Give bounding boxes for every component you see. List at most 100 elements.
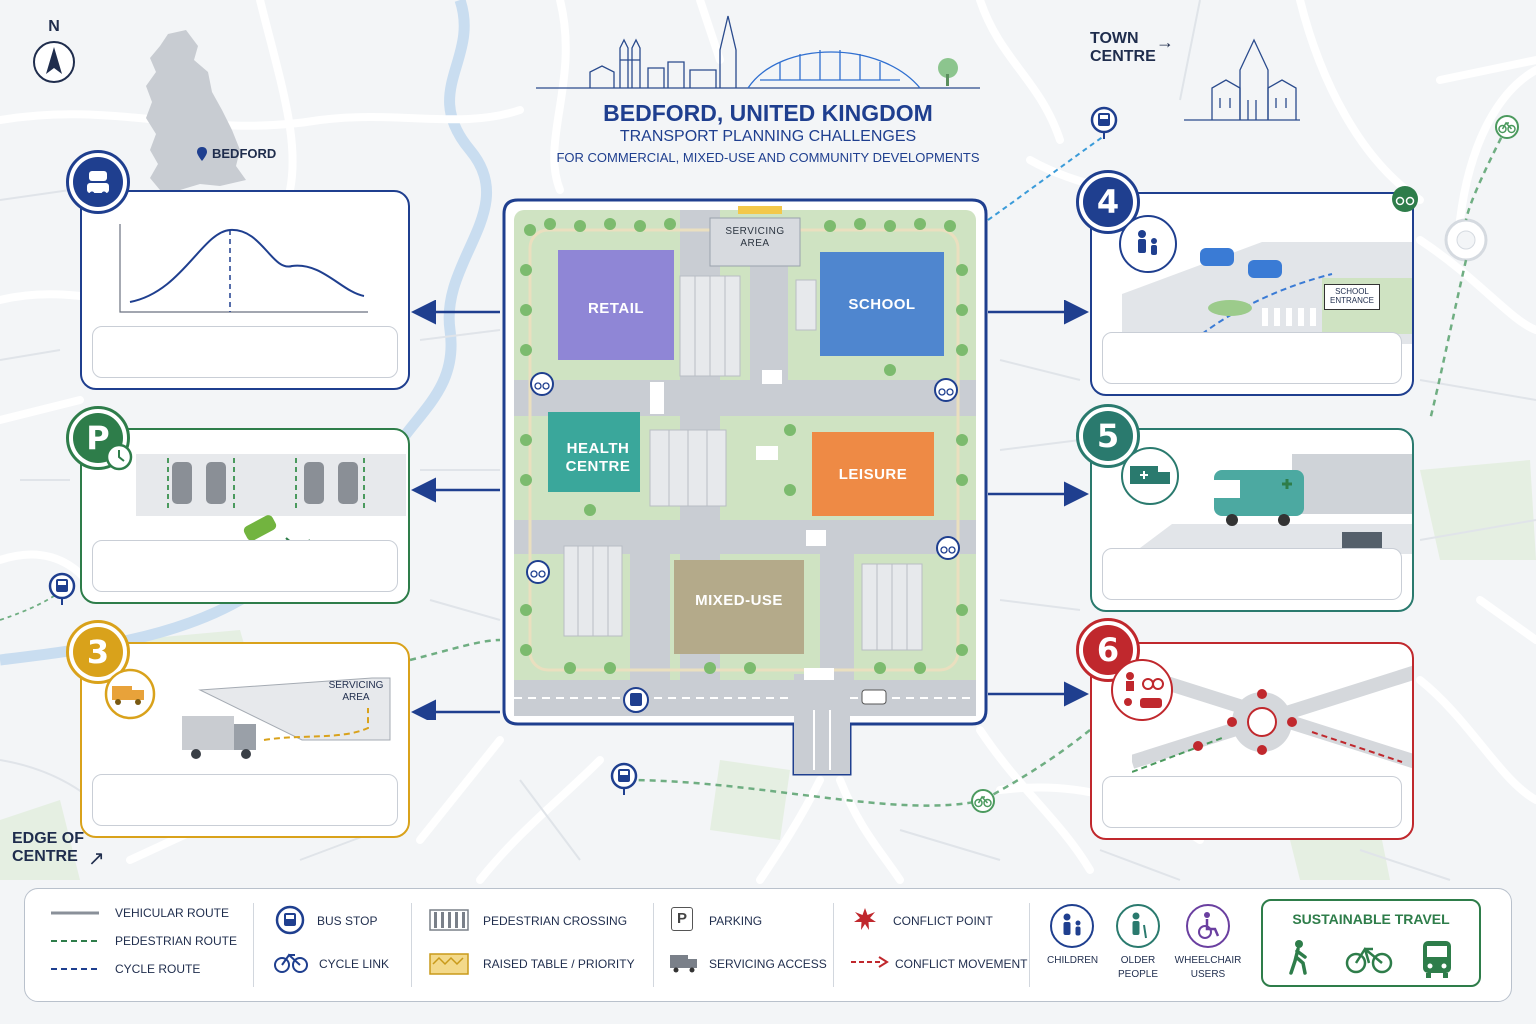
panel-servicing: SERVICING AREA <box>80 642 410 838</box>
edge-of-centre-arrow-icon: ↗ <box>88 848 105 870</box>
walking-icon <box>1289 940 1307 975</box>
panel-3-servicing-label-2: AREA <box>342 692 370 703</box>
bicycle-icon <box>1345 947 1393 974</box>
central-site-plan <box>502 198 988 776</box>
roundabout-conflict-illustration <box>1132 665 1412 773</box>
panel-5-number: 5 <box>1083 411 1133 461</box>
compass-arrow-icon <box>33 41 75 83</box>
town-centre-line1: TOWN <box>1090 30 1139 47</box>
panel-5-badge: 5 <box>1076 404 1140 468</box>
cycle-marker-icon <box>1392 186 1418 212</box>
cycle-marker-icon <box>971 789 995 813</box>
delivery-truck-icon <box>104 668 156 720</box>
bus-icon <box>1423 941 1451 978</box>
ambulance-bay-illustration <box>1132 454 1412 554</box>
parking-icon: P <box>671 907 693 931</box>
title-line2: FOR COMMERCIAL, MIXED-USE AND COMMUNITY … <box>556 150 980 165</box>
panel-3-badge: 3 <box>66 620 130 684</box>
ambulance-icon <box>1121 447 1179 505</box>
edge-of-centre-label: EDGE OF CENTRE ↗ <box>12 830 105 870</box>
legend-raised-table: RAISED TABLE / PRIORITY <box>483 957 635 971</box>
health-centre-label-2: CENTRE <box>565 458 631 475</box>
panel-conflict-junction <box>1090 642 1414 840</box>
legend-pedestrian-route: PEDESTRIAN ROUTE <box>115 934 238 948</box>
panel-4-number: 4 <box>1083 177 1133 227</box>
children-icon <box>1050 904 1094 948</box>
school-entrance-sign: SCHOOL ENTRANCE <box>1324 284 1380 310</box>
legend-pedestrian-crossing: PEDESTRIAN CROSSING <box>483 914 628 928</box>
legend-bus-stop: BUS STOP <box>317 914 378 928</box>
location-pin-icon <box>197 147 207 161</box>
panel-5-textbox <box>1102 548 1402 600</box>
parking-letter: P <box>73 413 123 463</box>
panel-2-badge: P <box>66 406 130 470</box>
legend-wheelchair-2: USERS <box>1190 969 1226 980</box>
servicing-truck-icon <box>670 955 697 973</box>
pedestrian-crossing-icon <box>429 909 469 931</box>
retail-label: RETAIL <box>587 300 645 317</box>
older-people-icon <box>1116 904 1160 948</box>
edge-of-centre-line2: CENTRE <box>12 848 78 865</box>
peak-traffic-curve <box>119 224 368 313</box>
panel-6-number: 6 <box>1083 625 1133 675</box>
health-centre-label-1: HEALTH <box>566 440 630 457</box>
legend-older-people-2: PEOPLE <box>1117 969 1159 980</box>
uk-map-label: BEDFORD <box>212 146 277 161</box>
town-centre-line2: CENTRE <box>1090 48 1156 65</box>
north-label: N <box>48 18 60 35</box>
sustainable-travel-title: SUSTAINABLE TRAVEL <box>1292 911 1450 927</box>
legend-children: CHILDREN <box>1047 955 1099 966</box>
legend-servicing-access: SERVICING ACCESS <box>709 957 827 971</box>
panel-3-servicing-label-1: SERVICING <box>328 680 384 691</box>
leisure-label: LEISURE <box>838 466 908 483</box>
mixed-use-label: MIXED-USE <box>695 592 783 609</box>
town-centre-arrow-icon: → <box>1156 32 1174 52</box>
legend-parking: PARKING <box>709 914 763 928</box>
route-line-samples <box>51 911 99 970</box>
wheelchair-icon <box>1186 904 1230 948</box>
panel-peak-traffic <box>80 190 410 390</box>
panel-3-textbox <box>92 774 398 826</box>
connector-arrows <box>411 300 1089 720</box>
legend-conflict-point: CONFLICT POINT <box>893 914 993 928</box>
legend-wheelchair-1: WHEELCHAIR <box>1174 955 1242 966</box>
panel-2-textbox <box>92 540 398 592</box>
parking-clock-icon <box>105 443 133 471</box>
conflict-point-icon <box>854 908 876 930</box>
bus-stop-marker-icon <box>610 762 638 795</box>
parking-bays-illustration <box>136 454 406 544</box>
school-label: SCHOOL <box>848 296 916 313</box>
legend-older-people-1: OLDER <box>1120 955 1156 966</box>
conflict-movement-icon <box>851 956 889 968</box>
title-line1: TRANSPORT PLANNING CHALLENGES <box>619 128 917 145</box>
mixed-users-icon <box>1111 659 1173 721</box>
site-servicing-area-label-2: AREA <box>740 238 770 249</box>
legend: VEHICULAR ROUTE PEDESTRIAN ROUTE CYCLE R… <box>24 888 1512 1002</box>
sustainable-travel-box: SUSTAINABLE TRAVEL <box>1261 899 1481 987</box>
bus-stop-icon <box>275 905 305 935</box>
panel-4-textbox <box>1102 332 1402 384</box>
school-entrance-line2: ENTRANCE <box>1329 296 1374 305</box>
cycle-link-icon <box>274 953 308 973</box>
legend-cycle-link: CYCLE LINK <box>319 957 390 971</box>
title-city: BEDFORD, UNITED KINGDOM <box>603 100 933 126</box>
legend-conflict-movement: CONFLICT MOVEMENT <box>895 957 1028 971</box>
panel-parking <box>80 428 410 604</box>
school-entrance-line1: SCHOOL <box>1335 287 1369 296</box>
site-cycle-markers <box>526 372 960 584</box>
site-servicing-area-label-1: SERVICING <box>725 226 785 237</box>
edge-of-centre-line1: EDGE OF <box>12 830 85 847</box>
cycle-marker-icon <box>1495 115 1519 139</box>
legend-cycle-route: CYCLE ROUTE <box>115 962 201 976</box>
legend-vehicular-route: VEHICULAR ROUTE <box>115 906 230 920</box>
bus-stop-marker-icon <box>1090 106 1118 139</box>
panel-1-badge <box>66 150 130 214</box>
panel-3-number: 3 <box>73 627 123 677</box>
panel-6-textbox <box>1102 776 1402 828</box>
servicing-area-illustration <box>182 677 391 759</box>
cars-icon <box>87 171 109 197</box>
town-centre-label: TOWN CENTRE → <box>1090 30 1174 66</box>
bus-stop-marker-icon <box>48 572 76 605</box>
children-icon <box>1119 215 1177 273</box>
panel-1-textbox <box>92 326 398 378</box>
